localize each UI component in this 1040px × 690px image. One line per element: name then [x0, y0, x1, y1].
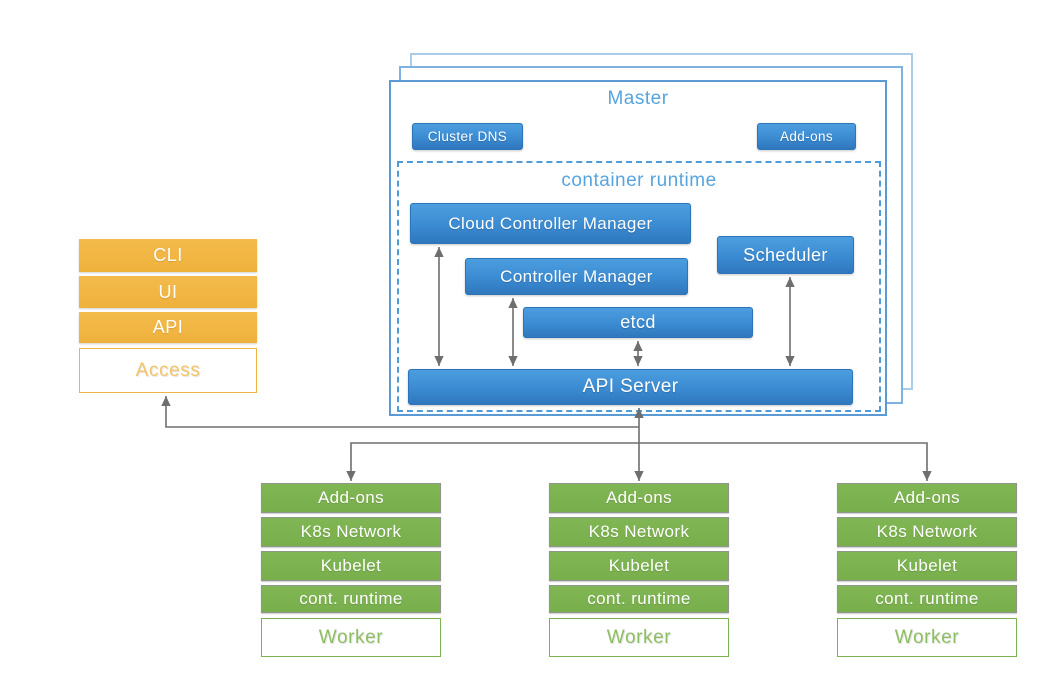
worker2-box: Worker — [549, 618, 729, 657]
container-runtime-title: container runtime — [561, 170, 717, 191]
worker1-k8s-network-box: K8s Network — [261, 517, 441, 547]
cluster-dns-box: Cluster DNS — [412, 123, 523, 150]
worker2-kubelet-box: Kubelet — [549, 551, 729, 581]
worker3-k8s-network-label: K8s Network — [876, 522, 978, 541]
worker3-label: Worker — [894, 626, 960, 648]
worker2-cont-runtime-label: cont. runtime — [587, 589, 691, 608]
worker1-cont-runtime-box: cont. runtime — [261, 585, 441, 613]
worker3-cont-runtime-label: cont. runtime — [875, 589, 979, 608]
worker2-addons-label: Add-ons — [605, 488, 673, 507]
worker1-kubelet-box: Kubelet — [261, 551, 441, 581]
worker1-addons-label: Add-ons — [317, 488, 385, 507]
master-title: Master — [607, 88, 669, 109]
api-server-box: API Server — [408, 369, 853, 405]
worker1-label: Worker — [318, 626, 384, 648]
arrow-apiserver-workers13 — [346, 442, 932, 481]
controller-manager-box: Controller Manager — [465, 258, 688, 295]
worker2-addons-box: Add-ons — [549, 483, 729, 513]
cli-box: CLI — [79, 239, 257, 272]
worker2-kubelet-label: Kubelet — [608, 556, 670, 575]
cloud-controller-manager-box: Cloud Controller Manager — [410, 203, 691, 244]
worker3-kubelet-box: Kubelet — [837, 551, 1017, 581]
worker3-addons-label: Add-ons — [893, 488, 961, 507]
controller-manager-label: Controller Manager — [500, 266, 653, 286]
cli-label: CLI — [153, 245, 183, 265]
master-addons-label: Add-ons — [779, 129, 834, 144]
worker2-k8s-network-box: K8s Network — [549, 517, 729, 547]
cloud-controller-manager-label: Cloud Controller Manager — [448, 213, 653, 233]
worker2-label: Worker — [606, 626, 672, 648]
access-box: Access — [79, 348, 257, 393]
worker3-kubelet-label: Kubelet — [896, 556, 958, 575]
etcd-label: etcd — [620, 312, 656, 332]
access-label: Access — [135, 359, 201, 381]
worker1-addons-box: Add-ons — [261, 483, 441, 513]
worker2-k8s-network-label: K8s Network — [588, 522, 690, 541]
ui-label: UI — [158, 281, 178, 302]
master-addons-box: Add-ons — [757, 123, 856, 150]
api-server-label: API Server — [582, 376, 679, 397]
worker1-box: Worker — [261, 618, 441, 657]
api-box: API — [79, 312, 257, 343]
ui-box: UI — [79, 276, 257, 308]
etcd-box: etcd — [523, 307, 753, 338]
worker3-cont-runtime-box: cont. runtime — [837, 585, 1017, 613]
worker1-kubelet-label: Kubelet — [320, 556, 382, 575]
worker3-box: Worker — [837, 618, 1017, 657]
worker1-k8s-network-label: K8s Network — [300, 522, 402, 541]
api-label: API — [152, 317, 184, 337]
cluster-dns-label: Cluster DNS — [427, 129, 508, 144]
scheduler-label: Scheduler — [743, 244, 828, 265]
worker3-k8s-network-box: K8s Network — [837, 517, 1017, 547]
worker3-addons-box: Add-ons — [837, 483, 1017, 513]
worker2-cont-runtime-box: cont. runtime — [549, 585, 729, 613]
worker1-cont-runtime-label: cont. runtime — [299, 589, 403, 608]
scheduler-box: Scheduler — [717, 236, 854, 274]
